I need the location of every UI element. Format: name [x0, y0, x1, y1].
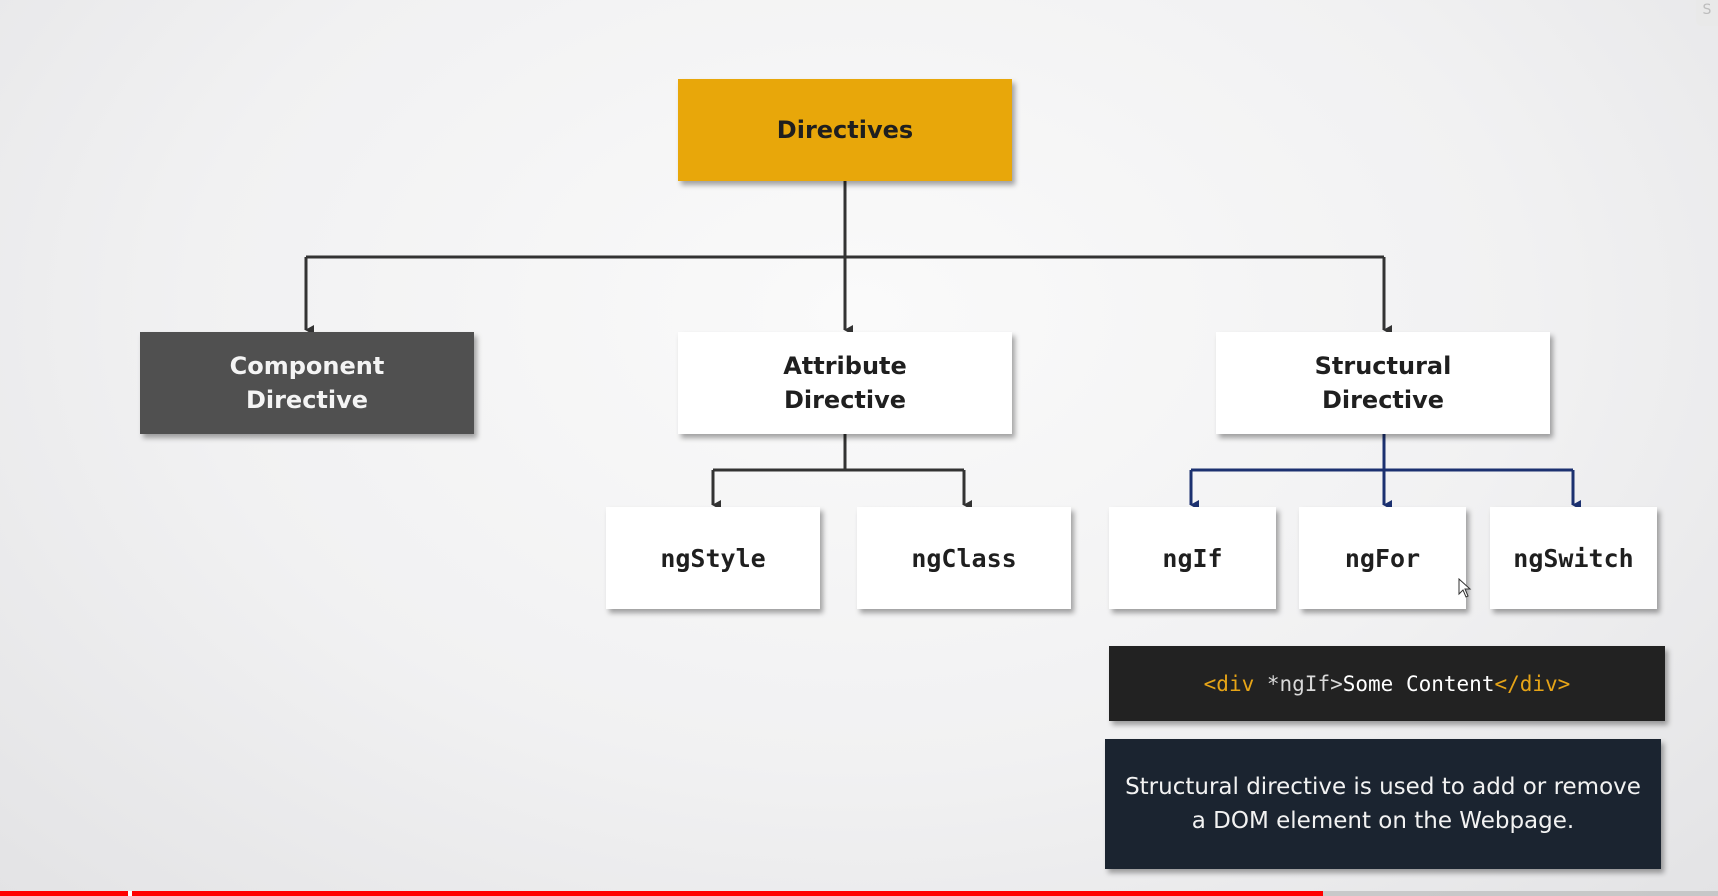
- ngif-node: ngIf: [1109, 507, 1276, 609]
- description-text: Structural directive is used to add or r…: [1125, 774, 1641, 834]
- ngstyle-label: ngStyle: [660, 543, 766, 573]
- ngfor-node: ngFor: [1299, 507, 1466, 609]
- directives-label: Directives: [776, 116, 914, 144]
- attribute-directive-node: Attribute Directive: [678, 332, 1012, 434]
- player-corner-icon[interactable]: S: [1696, 0, 1718, 26]
- structural-directive-label: Structural Directive: [1314, 352, 1452, 414]
- video-progress-fill: [0, 891, 1323, 896]
- component-directive-node: Component Directive: [140, 332, 474, 434]
- chapter-marker: [128, 891, 132, 896]
- ngswitch-label: ngSwitch: [1513, 543, 1634, 573]
- attribute-connectors: [711, 434, 972, 510]
- code-attribute: *ngIf>: [1254, 671, 1343, 696]
- structural-directive-node: Structural Directive: [1216, 332, 1550, 434]
- ngswitch-node: ngSwitch: [1490, 507, 1657, 609]
- ngstyle-node: ngStyle: [606, 507, 820, 609]
- ngif-label: ngIf: [1162, 543, 1223, 573]
- ngclass-node: ngClass: [857, 507, 1071, 609]
- ngclass-label: ngClass: [911, 543, 1017, 573]
- code-open-tag: <div: [1203, 671, 1255, 696]
- mouse-cursor-icon: [1458, 578, 1472, 598]
- description-box: Structural directive is used to add or r…: [1105, 739, 1661, 869]
- root-connectors: [304, 181, 1392, 335]
- structural-connectors: [1189, 434, 1581, 510]
- attribute-directive-label: Attribute Directive: [783, 352, 907, 414]
- video-progress-bar[interactable]: [0, 891, 1718, 896]
- code-example-box: <div *ngIf>Some Content</div>: [1109, 646, 1665, 721]
- component-directive-label: Component Directive: [229, 352, 385, 414]
- code-content: Some Content: [1342, 671, 1495, 696]
- code-close-tag: </div>: [1494, 671, 1571, 696]
- directives-root-node: Directives: [678, 79, 1012, 181]
- ngfor-label: ngFor: [1344, 543, 1421, 573]
